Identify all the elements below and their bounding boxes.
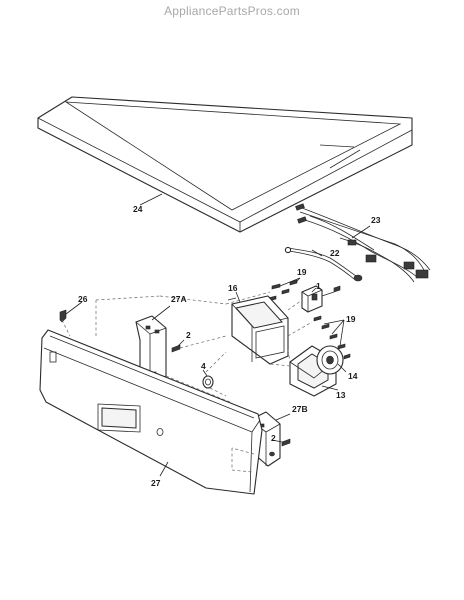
callout-26: 26 bbox=[78, 294, 88, 304]
callout-2-upper: 2 bbox=[186, 330, 191, 340]
part-19-screws-right[interactable] bbox=[313, 315, 351, 360]
callout-23: 23 bbox=[371, 215, 381, 225]
callout-19-right: 19 bbox=[346, 314, 356, 324]
callout-1: 1 bbox=[316, 281, 321, 291]
part-1-control-switch[interactable] bbox=[301, 285, 341, 313]
part-26-screw[interactable] bbox=[59, 309, 67, 323]
callout-16: 16 bbox=[228, 283, 238, 293]
assembly-guide-lines bbox=[61, 291, 313, 473]
callout-27A: 27A bbox=[171, 294, 187, 304]
callout-14: 14 bbox=[348, 371, 358, 381]
part-4-knob[interactable] bbox=[202, 375, 214, 389]
part-23-wire-harness[interactable] bbox=[295, 203, 431, 283]
part-24-top-panel[interactable] bbox=[37, 96, 413, 233]
part-19-screws-upper[interactable] bbox=[267, 279, 298, 302]
part-14-speaker[interactable] bbox=[316, 345, 344, 375]
callout-22: 22 bbox=[330, 248, 340, 258]
callout-2-lower: 2 bbox=[271, 433, 276, 443]
part-16-control-board[interactable] bbox=[227, 295, 289, 365]
callout-4: 4 bbox=[201, 361, 206, 371]
watermark: AppliancePartsPros.com bbox=[164, 4, 300, 18]
callout-27: 27 bbox=[151, 478, 161, 488]
callout-27B: 27B bbox=[292, 404, 308, 414]
part-22-sensor-wire[interactable] bbox=[284, 246, 363, 282]
part-2-screw-lower[interactable] bbox=[281, 438, 291, 447]
callout-24: 24 bbox=[133, 204, 143, 214]
part-2-screw-upper[interactable] bbox=[171, 344, 181, 353]
leader-lines bbox=[65, 193, 371, 477]
callout-13: 13 bbox=[336, 390, 346, 400]
callout-19-upper: 19 bbox=[297, 267, 307, 277]
